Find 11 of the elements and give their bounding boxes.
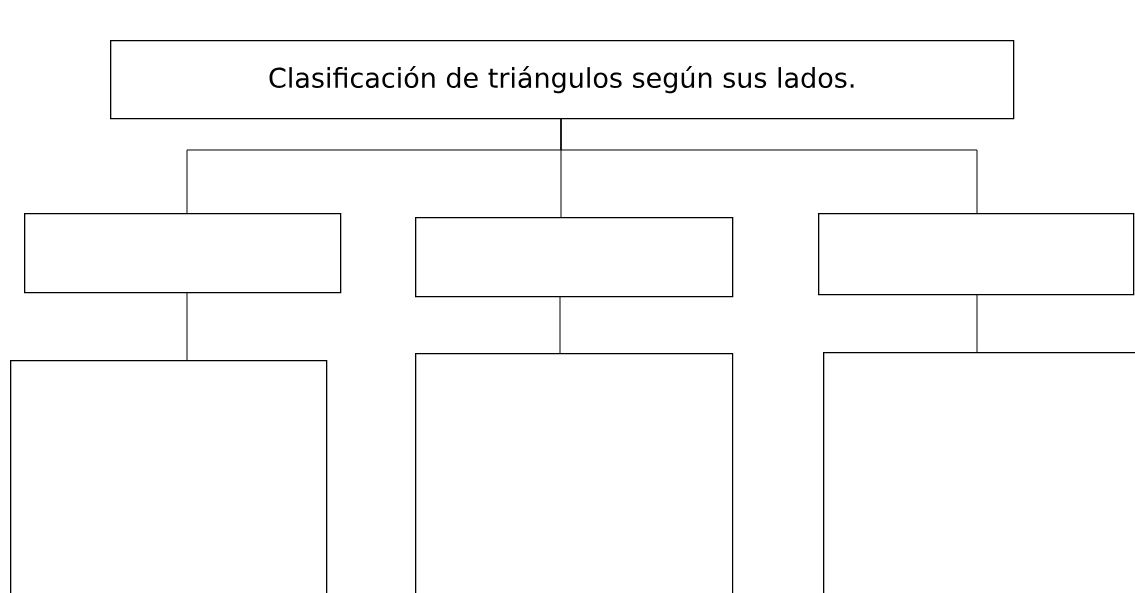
empty-box [24, 213, 342, 294]
connector-line [186, 291, 188, 361]
connector-line [560, 117, 978, 214]
connector-line [559, 295, 561, 354]
empty-box [415, 217, 734, 298]
empty-box [818, 213, 1135, 296]
title-box: Clasificación de triángulos según sus lados. [110, 40, 1015, 120]
empty-box [415, 353, 734, 593]
connector-line [976, 293, 978, 353]
empty-box [823, 352, 1135, 593]
empty-box [10, 360, 328, 593]
